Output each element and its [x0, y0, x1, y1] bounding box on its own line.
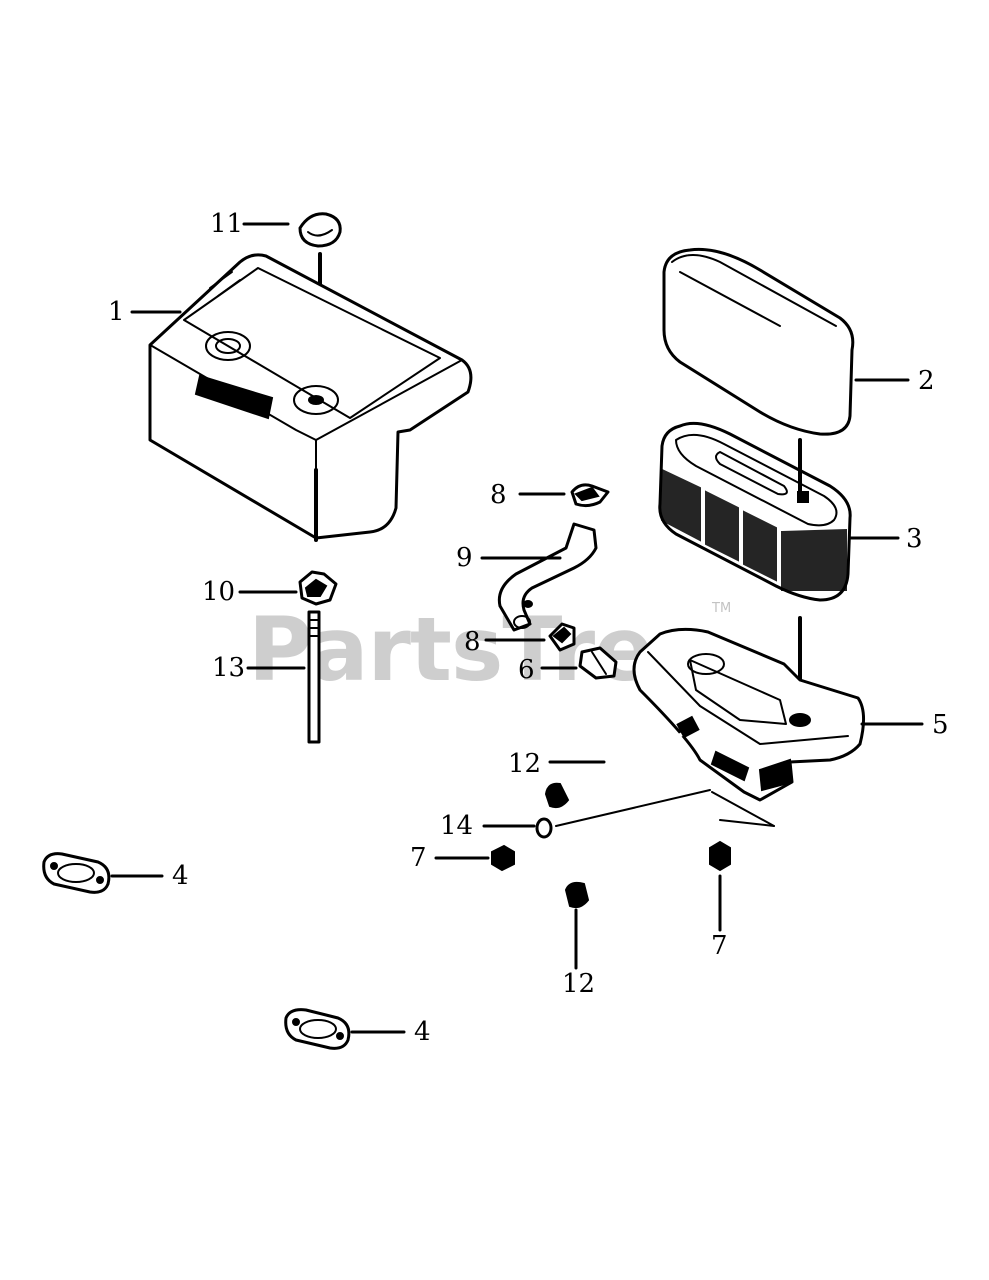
leader-lines: [110, 222, 924, 1034]
callout-7-right: 7: [711, 931, 728, 961]
callout-labels: 11 1 2 3 5 8 9 8 6 10 13 12 14 7 4 7 12 …: [108, 209, 949, 1047]
part-7-nut-left[interactable]: [491, 844, 515, 872]
callout-8-lower: 8: [464, 627, 481, 657]
callout-7-left: 7: [410, 843, 427, 873]
part-10-wing-nut[interactable]: [298, 570, 338, 606]
part-9-breather-tube[interactable]: [497, 522, 598, 632]
callout-8-upper: 8: [490, 480, 507, 510]
callout-11: 11: [210, 209, 243, 239]
callout-2: 2: [918, 366, 935, 396]
callout-1: 1: [108, 297, 125, 327]
callout-4-lower: 4: [414, 1017, 431, 1047]
watermark-text: PartsTree: [248, 598, 711, 701]
part-2-pre-cleaner[interactable]: [662, 247, 855, 436]
part-12-bolt-upper[interactable]: [544, 715, 700, 809]
callout-4-upper: 4: [172, 861, 189, 891]
part-8-clamp-upper[interactable]: [570, 483, 610, 508]
callout-10: 10: [202, 577, 235, 607]
callout-9: 9: [456, 543, 473, 573]
part-12-bolt-lower[interactable]: [564, 828, 692, 909]
part-4-gasket-lower[interactable]: [284, 1008, 351, 1050]
part-13-stud[interactable]: [307, 610, 321, 744]
part-1-air-cleaner-cover[interactable]: [148, 253, 473, 542]
callout-3: 3: [906, 524, 923, 554]
part-3-air-filter[interactable]: [658, 421, 852, 702]
part-7-nut-right[interactable]: [709, 840, 731, 872]
watermark-trademark: TM: [711, 601, 731, 616]
callout-14: 14: [440, 811, 473, 841]
callout-5: 5: [932, 710, 949, 740]
part-5-base-plate[interactable]: [632, 627, 865, 802]
assembly-guide-lines: [555, 789, 775, 827]
part-14-washer[interactable]: [535, 817, 553, 839]
callout-12-lower: 12: [562, 969, 595, 999]
callout-12-upper: 12: [508, 749, 541, 779]
part-8-clamp-lower[interactable]: [548, 622, 576, 652]
callout-13: 13: [212, 653, 245, 683]
part-6-fitting[interactable]: [578, 646, 618, 680]
part-4-gasket-upper[interactable]: [42, 852, 111, 894]
callout-6: 6: [518, 655, 535, 685]
